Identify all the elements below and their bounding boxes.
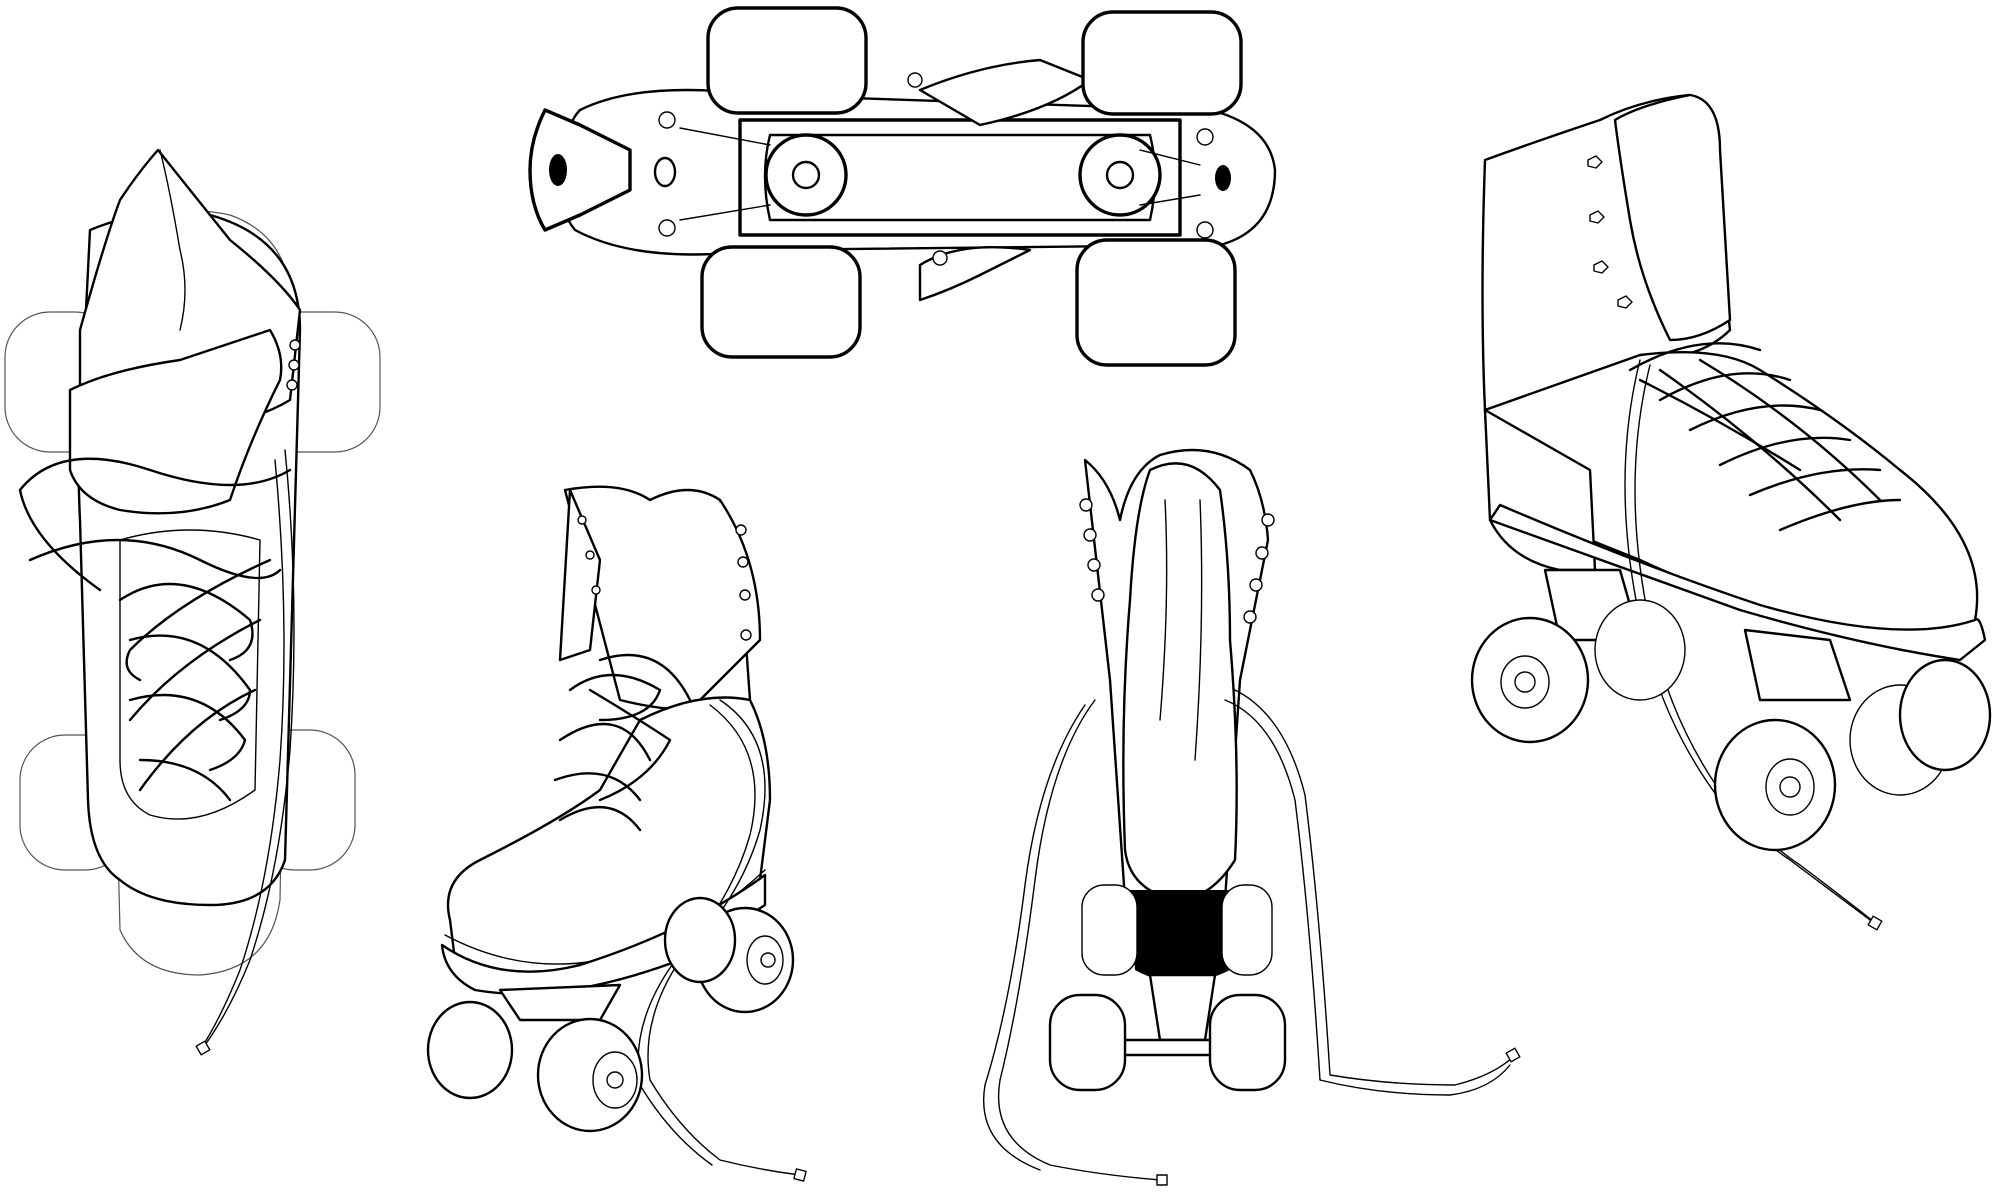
laces — [553, 653, 692, 832]
lace-end — [204, 449, 295, 1046]
laces — [1628, 342, 1902, 532]
skate-three-quarter-left — [426, 485, 807, 1182]
wheel-right — [1208, 993, 1287, 1092]
eyelet — [286, 379, 298, 391]
wheel-bottom-right — [1075, 238, 1237, 367]
wheel-bottom-left — [700, 245, 862, 359]
boot-collar — [68, 328, 283, 515]
skate-bottom-view-plate — [528, 6, 1277, 367]
skate-rear-view — [983, 448, 1521, 1186]
wheel-front-left — [426, 1000, 514, 1100]
wheel-top-left — [706, 6, 868, 115]
eyelet — [288, 359, 300, 371]
laces — [18, 457, 292, 802]
boot-sole — [1488, 503, 1987, 662]
skate-three-quarter-right — [1470, 93, 1992, 931]
skate-top-view-laced — [4, 148, 381, 1056]
wheel-left — [1048, 993, 1127, 1092]
toe-stop — [528, 108, 632, 232]
wheel-top-right — [1081, 10, 1243, 116]
eyelet — [289, 339, 301, 351]
heel-block — [1130, 890, 1235, 983]
